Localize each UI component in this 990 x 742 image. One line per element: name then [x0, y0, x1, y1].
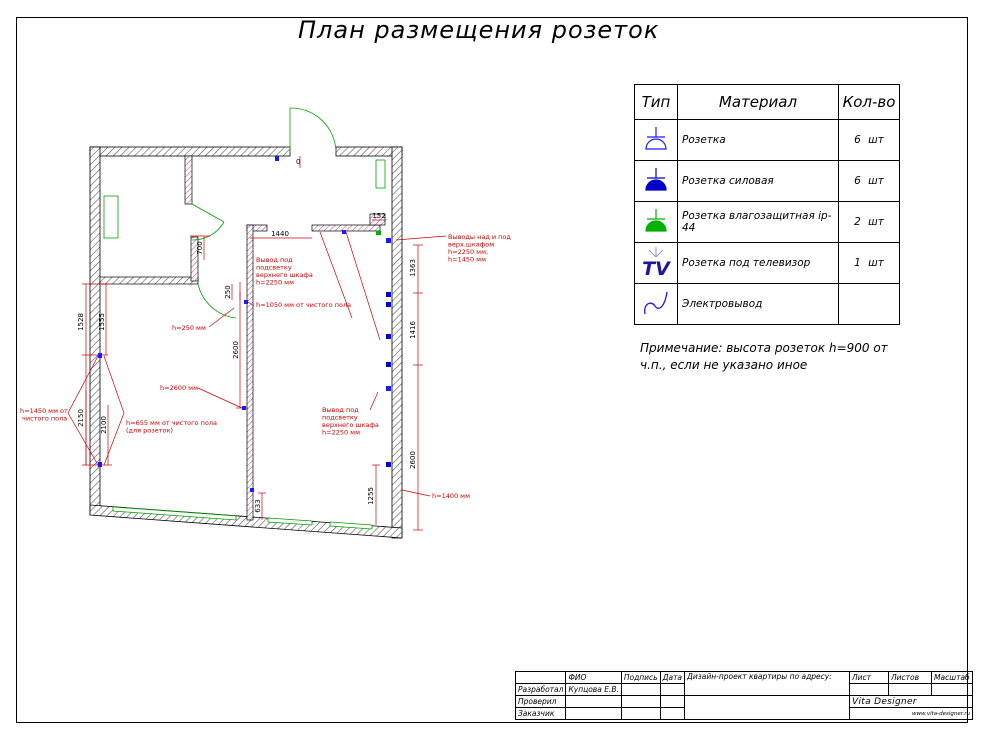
- sheet-frame: [16, 17, 968, 723]
- dim-1440: 1440: [271, 230, 289, 238]
- socket-marker: [250, 488, 254, 492]
- annotation-h2600: h=2600 мм: [160, 384, 198, 392]
- plan-annotations: Выводы над и под верх.шкафом h=2250 мм; …: [20, 233, 513, 500]
- stamp-header-sheet: Лист: [849, 671, 890, 684]
- socket-marker: [376, 231, 381, 235]
- socket-marker: [275, 156, 279, 161]
- legend-header-quantity: Кол-во: [838, 84, 900, 120]
- title-block: ФИО Подпись Дата Дизайн-проект квартиры …: [514, 671, 974, 720]
- stamp-header-name: ФИО: [565, 671, 622, 684]
- legend-table: Тип Материал Кол-во Розетка 6 шт Розетка…: [634, 84, 900, 325]
- legend-quantity: 6 шт: [854, 175, 884, 187]
- legend-material: Розетка влагозащитная ip-44: [677, 201, 839, 243]
- dimension-values: 1440 152 0 700 250 2600 1363 1416 2600 1…: [77, 158, 417, 513]
- stamp-header-signature: Подпись: [620, 671, 661, 684]
- legend-material: Электровывод: [677, 283, 839, 325]
- leader-lines: [67, 231, 447, 497]
- socket-marker: [386, 238, 391, 243]
- annotation-upper-cabinet: Выводы над и под верх.шкафом h=2250 мм; …: [448, 233, 513, 264]
- dim-2100: 2100: [100, 416, 108, 434]
- outer-walls: [89, 146, 403, 539]
- dim-1255: 1255: [367, 487, 375, 505]
- socket-marker: [244, 300, 248, 304]
- socket-markers: [98, 156, 391, 492]
- dim-250: 250: [224, 285, 232, 298]
- legend-material: Розетка под телевизор: [677, 242, 839, 284]
- annotation-h250: h=250 мм: [172, 324, 206, 332]
- dim-1528: 1528: [77, 313, 85, 331]
- socket-marker: [386, 462, 391, 467]
- dim-633: 633: [254, 499, 262, 512]
- socket-marker: [98, 462, 102, 467]
- stamp-name: Купцова Е.В.: [565, 683, 622, 696]
- legend-material: Розетка силовая: [677, 160, 839, 202]
- annotation-backlight-right: Вывод под подсветку верхнего шкафа h=225…: [322, 406, 381, 437]
- dimension-lines: [82, 156, 423, 531]
- tv-icon-label: TV: [642, 258, 671, 279]
- legend-header-material: Материал: [677, 84, 839, 120]
- doors: [191, 107, 337, 319]
- tv-socket-icon: TV: [642, 246, 671, 280]
- socket-marker: [386, 334, 391, 339]
- socket-marker: [386, 386, 391, 391]
- page-title: План размещения розеток: [298, 16, 660, 44]
- stamp-header-date: Дата: [659, 671, 686, 684]
- socket-marker: [386, 292, 391, 297]
- annotation-h1050: h=1050 мм от чистого пола: [256, 301, 351, 309]
- annotation-h1450: h=1450 мм от чистого пола: [20, 407, 70, 423]
- socket-marker: [242, 406, 246, 410]
- stamp-project: Дизайн-проект квартиры по адресу:: [684, 671, 851, 696]
- dim-1555: 1555: [98, 313, 106, 331]
- dim-2600-b: 2600: [409, 451, 417, 469]
- cable-outlet-icon: [644, 291, 668, 314]
- stamp-header-sheets: Листов: [888, 671, 933, 684]
- stamp-company: Vita Designer: [849, 695, 974, 708]
- dim-0: 0: [296, 158, 300, 166]
- dim-700: 700: [196, 241, 204, 254]
- legend-quantity: 6 шт: [854, 134, 884, 146]
- windows: [103, 159, 386, 530]
- annotation-backlight-left: Вывод под подсветку верхнего шкафа h=225…: [256, 256, 315, 287]
- stamp-role: Разработал: [514, 683, 567, 696]
- stamp-site: www.vita-designer.ru: [849, 707, 974, 720]
- waterproof-socket-icon: [645, 208, 667, 232]
- socket-marker: [98, 353, 102, 358]
- power-socket-icon: [645, 167, 667, 191]
- socket-marker: [386, 302, 391, 307]
- stamp-role: Заказчик: [514, 707, 567, 720]
- partitions: [99, 155, 386, 521]
- dim-1363: 1363: [409, 259, 417, 277]
- legend-header-type: Тип: [634, 84, 678, 120]
- legend-quantity: 1 шт: [854, 257, 884, 269]
- dim-2150: 2150: [77, 409, 85, 427]
- legend-material: Розетка: [677, 119, 839, 161]
- dim-1416: 1416: [409, 321, 417, 339]
- socket-marker: [386, 362, 391, 367]
- stamp-role: Проверил: [514, 695, 567, 708]
- socket-icon: [645, 126, 667, 150]
- annotation-h655: h=655 мм от чистого пола (для розеток): [126, 419, 219, 435]
- legend-note: Примечание: высота розеток h=900 от ч.п.…: [640, 341, 888, 372]
- dim-152: 152: [372, 212, 385, 220]
- dim-2600-a: 2600: [232, 341, 240, 359]
- legend-quantity: 2 шт: [854, 216, 884, 228]
- stamp-header-scale: Масштаб: [931, 671, 974, 684]
- socket-marker: [342, 230, 346, 234]
- annotation-h1400: h=1400 мм: [432, 492, 470, 500]
